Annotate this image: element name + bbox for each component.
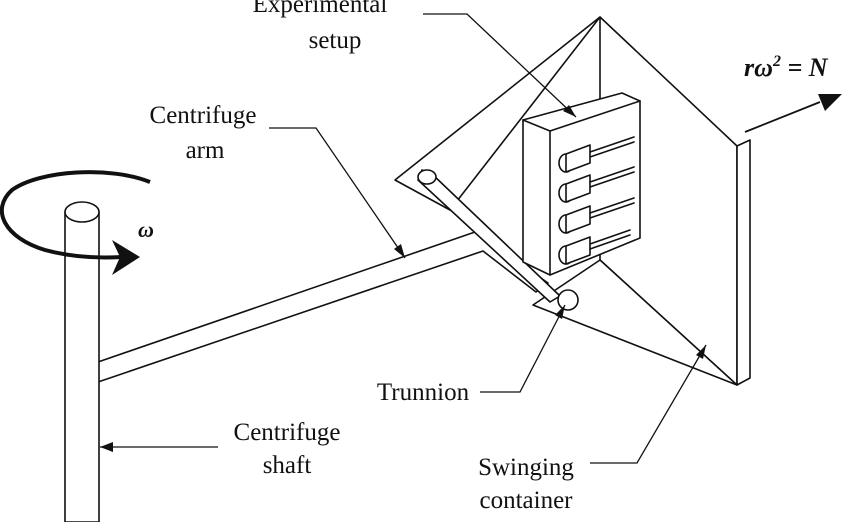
- experimental-setup: [522, 92, 641, 276]
- specimen-tube: [558, 197, 635, 234]
- leader-lines: [100, 13, 707, 464]
- trunnion: [557, 289, 579, 311]
- omega-symbol: ω: [138, 217, 154, 242]
- trunnion-label: Trunnion: [377, 379, 470, 406]
- centrifuge-shaft-label-line2: shaft: [263, 452, 312, 479]
- centrifuge-shaft-label-line1: Centrifuge: [234, 419, 341, 446]
- specimen-tube: [558, 229, 631, 265]
- force-arrow: [744, 94, 842, 133]
- centrifuge-arm-label-line2: arm: [186, 137, 225, 164]
- swinging-container-label-line1: Swinging: [478, 454, 574, 481]
- swinging-container-label-line2: container: [479, 487, 573, 514]
- experimental-setup-label-line2: setup: [309, 27, 362, 54]
- specimen-tube: [558, 166, 635, 203]
- centrifuge-arm: [97, 169, 561, 383]
- experimental-setup-label-line1: Experimental: [253, 0, 388, 18]
- centrifuge-shaft: [64, 201, 100, 523]
- centrifuge-arm-label-line1: Centrifuge: [150, 102, 257, 129]
- specimen-tube: [558, 136, 635, 173]
- rotation-arrow: [0, 170, 151, 275]
- force-equation: rω2 = N: [744, 53, 829, 82]
